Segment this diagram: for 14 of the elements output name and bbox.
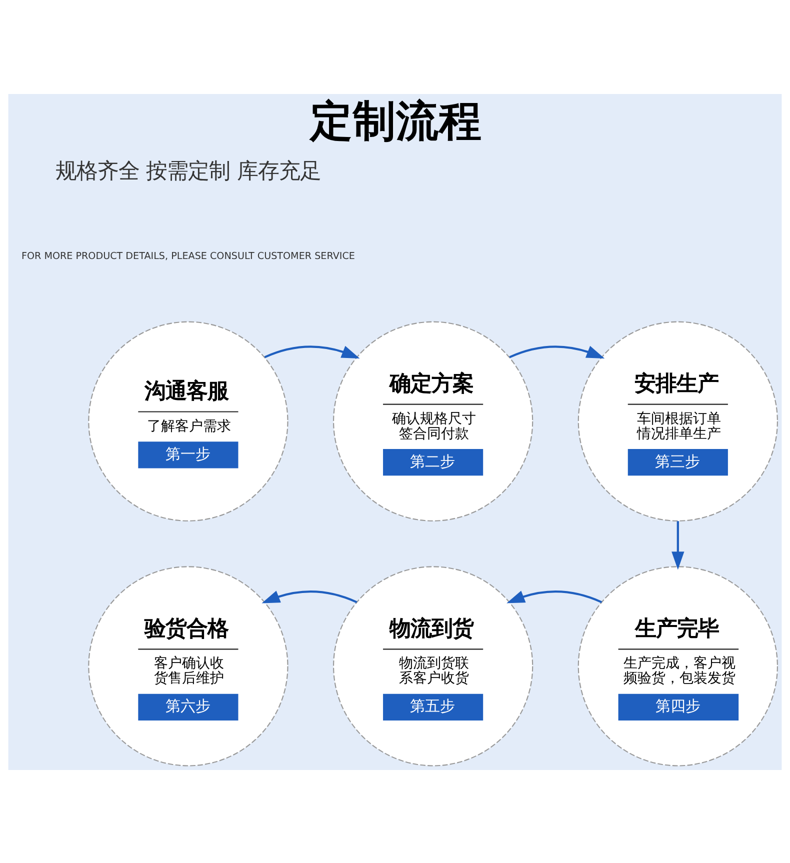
diagram-title: 定制流程	[310, 96, 482, 146]
label: FOR MORE PRODUCT DETAILS, PLEASE CONSULT CUSTOMER SERVICE	[21, 250, 355, 262]
node-circle: 生产完毕 生产完成，客户视频验货，包装发货 第四步	[578, 566, 778, 766]
arrow	[262, 590, 358, 603]
arrow	[506, 590, 602, 603]
arrow	[264, 345, 360, 358]
node-circle: 验货合格 客户确认收货售后维护 第六步	[88, 566, 288, 766]
arrow	[672, 520, 684, 570]
node-circle: 确定方案 确认规格尺寸签合同付款 第二步	[332, 320, 534, 521]
node-circle: 安排生产 车间根据订单情况排单生产 第三步	[578, 320, 778, 521]
arrow	[509, 345, 605, 358]
label: 规格齐全 按需定制 库存充足	[55, 158, 321, 184]
node-circle: 沟通客服 了解客户需求 第一步	[88, 320, 288, 521]
node-circle: 物流到货 物流到货联系客户收货 第五步	[332, 566, 534, 766]
